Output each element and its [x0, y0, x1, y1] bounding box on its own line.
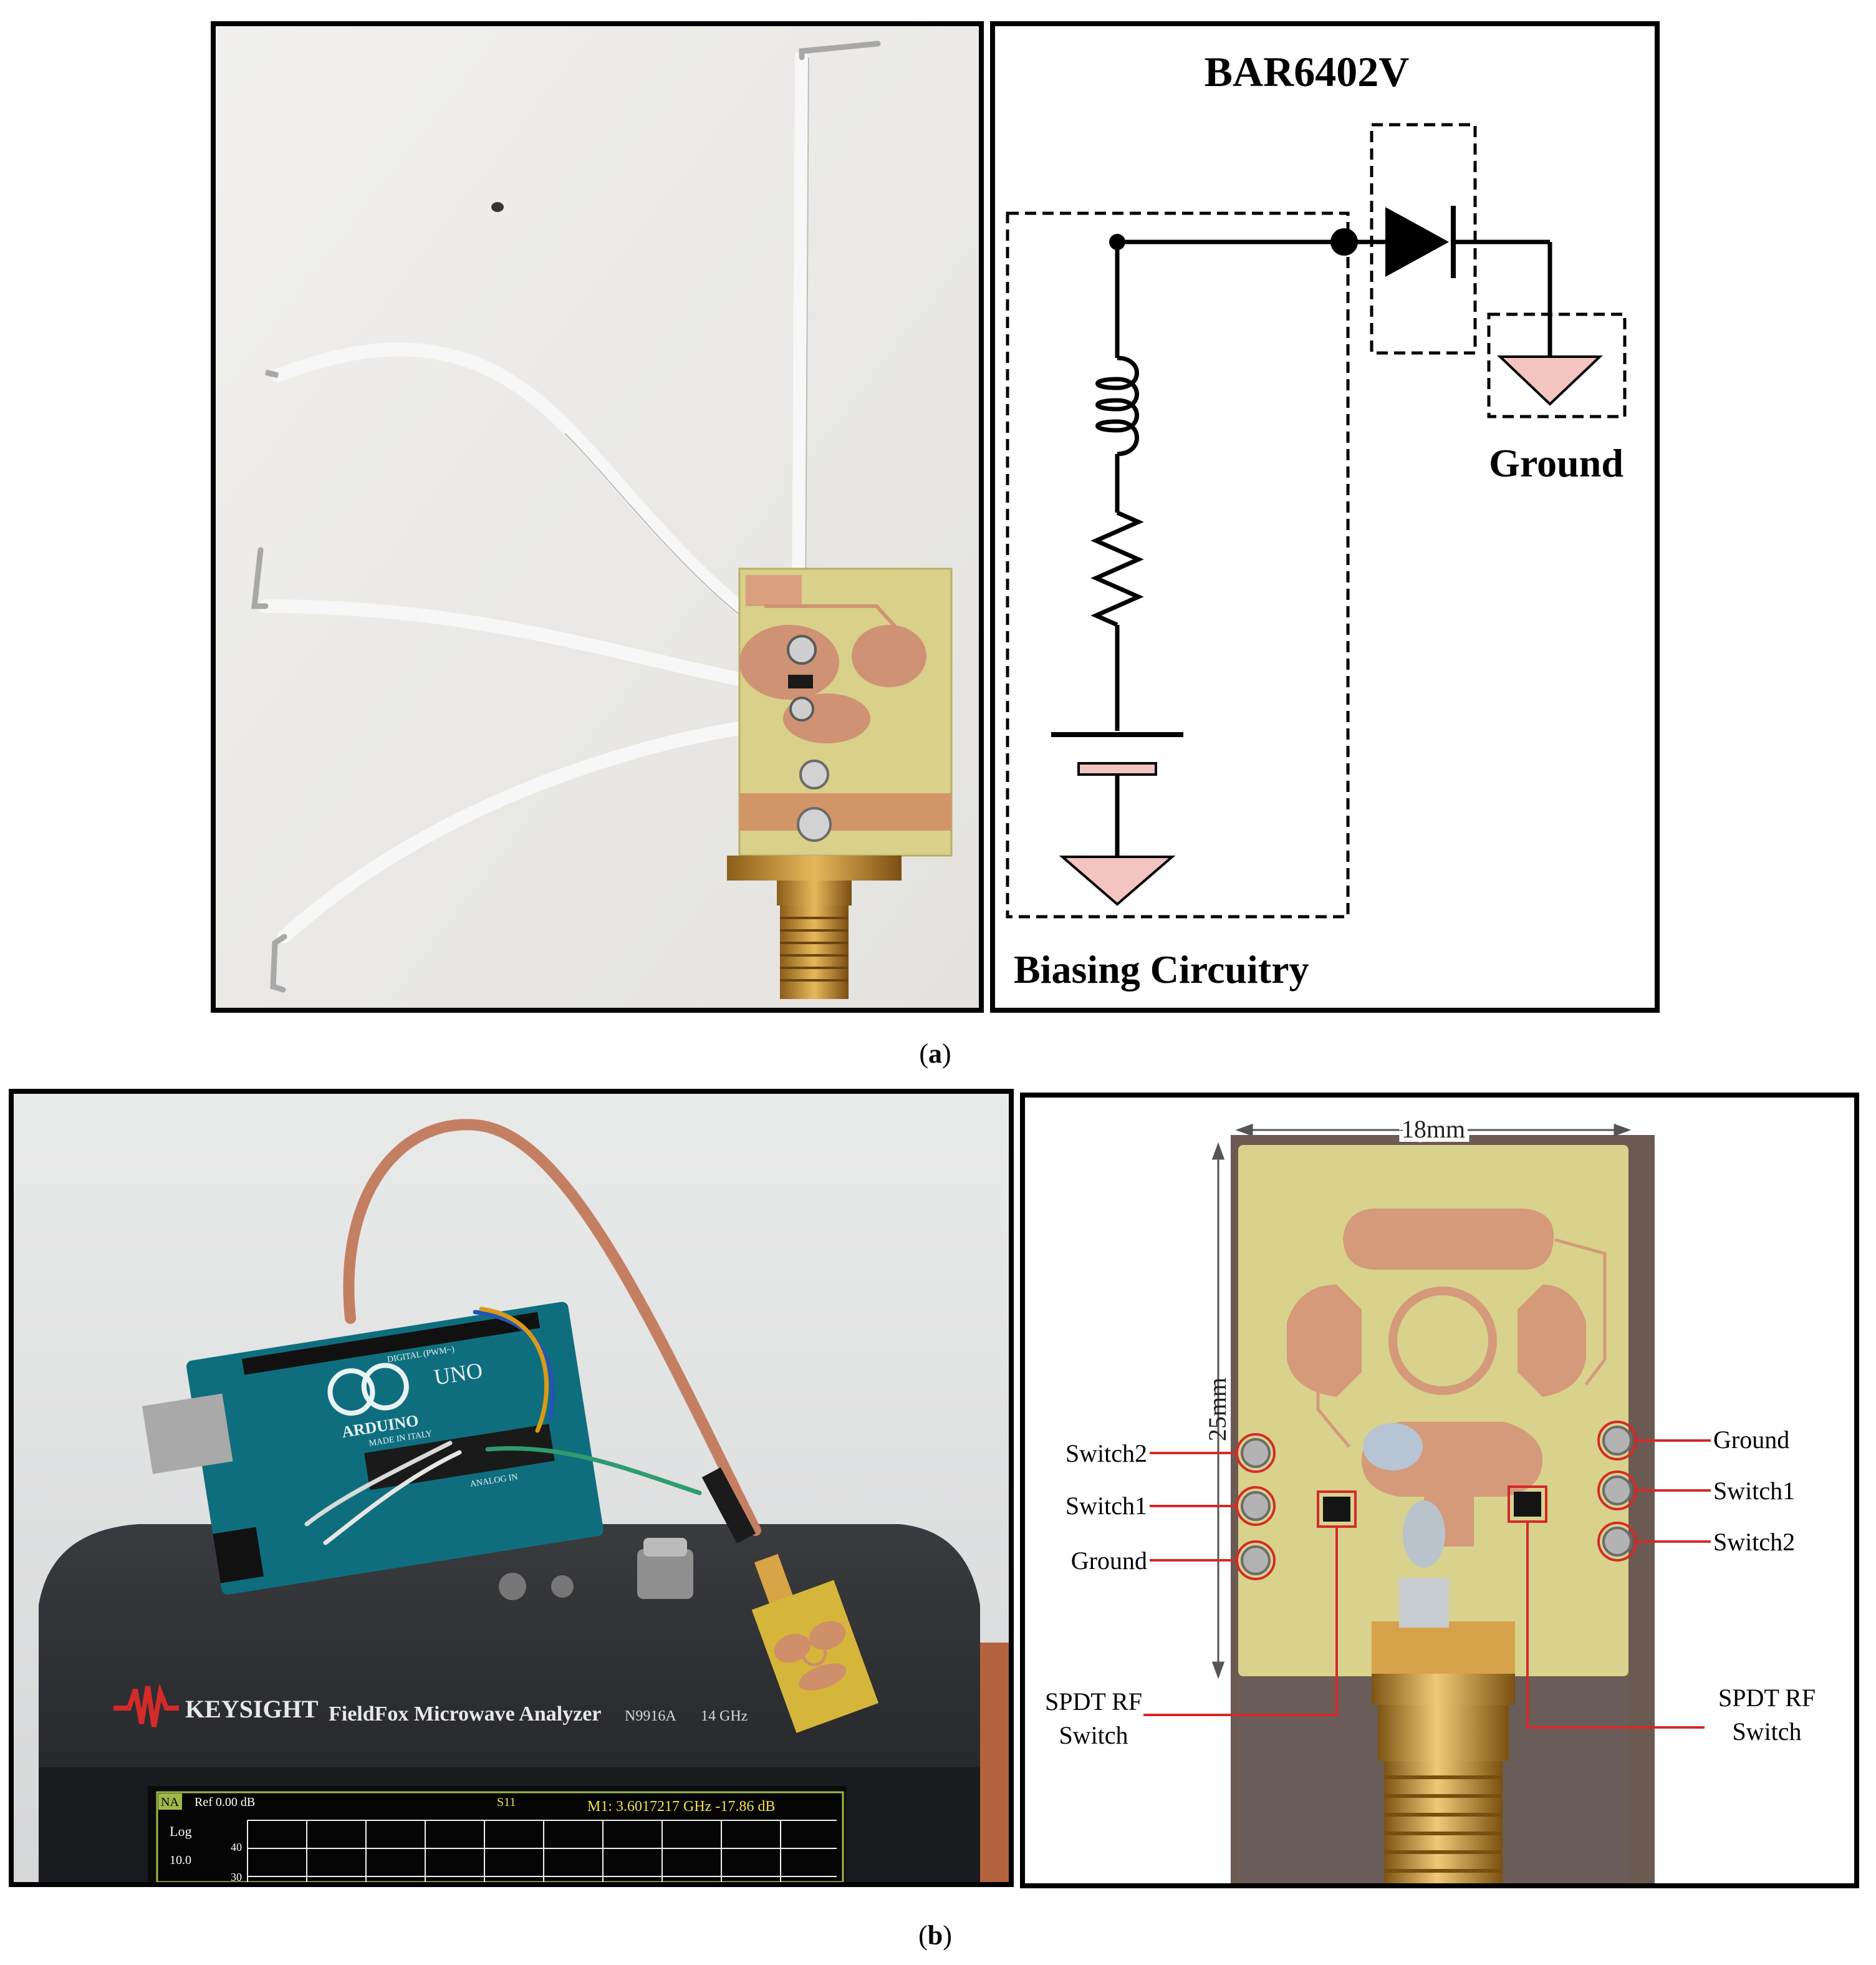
diode-label: BAR6402V: [1205, 48, 1410, 95]
pcb-annotation-panel: 18mm 25mm Switch2 Switch1 Ground: [1020, 1093, 1859, 1888]
caption-a: (a): [919, 1038, 951, 1069]
annotated-pcb: 18mm 25mm Switch2 Switch1 Ground: [1045, 1111, 1816, 1883]
svg-text:M1: 3.6017217 GHz -17.86 dB: M1: 3.6017217 GHz -17.86 dB: [587, 1798, 775, 1815]
analyzer-screen: NA Ref 0.00 dB S11 M1: 3.6017217 GHz -17…: [148, 1786, 846, 1882]
measurement-setup-photo: KEYSIGHT FieldFox Microwave Analyzer N99…: [14, 1094, 1009, 1882]
svg-text:Log: Log: [170, 1823, 191, 1839]
height-label: 25mm: [1203, 1378, 1231, 1441]
svg-text:NA: NA: [161, 1795, 179, 1809]
analyzer-model-name: FieldFox Microwave Analyzer: [329, 1702, 601, 1726]
analyzer-freq: 14 GHz: [701, 1708, 748, 1724]
diode-box: [1370, 123, 1477, 355]
svg-text:S11: S11: [497, 1795, 516, 1809]
label-spdt-left-1: SPDT RF: [1045, 1687, 1142, 1716]
width-dimension: [1235, 1123, 1632, 1137]
ground-box: [1487, 312, 1627, 418]
schematic-panel: BAR6402V Ground Biasing Circuitry: [990, 21, 1660, 1013]
svg-text:Ref 0.00 dB: Ref 0.00 dB: [195, 1795, 255, 1809]
svg-text:40: 40: [231, 1841, 242, 1853]
coax-cable: [343, 1119, 761, 1536]
analyzer-model-number: N9916A: [625, 1708, 676, 1724]
svg-text:30: 30: [231, 1871, 242, 1882]
keysight-logo-icon: [113, 1683, 179, 1727]
photo-panel-b: KEYSIGHT FieldFox Microwave Analyzer N99…: [9, 1089, 1014, 1887]
diode-symbol: [1385, 206, 1552, 357]
height-dimension: [1211, 1142, 1225, 1679]
antenna-pcb-photo: [751, 1553, 879, 1733]
label-right-switch1: Switch1: [1713, 1477, 1795, 1505]
svg-text:10.0: 10.0: [170, 1853, 191, 1867]
label-left-switch1: Switch1: [1065, 1492, 1147, 1520]
label-left-ground: Ground: [1071, 1547, 1147, 1575]
inductor-symbol: [1095, 355, 1139, 456]
sma-connector: [727, 856, 902, 999]
ground-symbol: [1496, 355, 1604, 406]
photo-panel-a: [211, 21, 984, 1013]
battery-symbol: [1051, 732, 1183, 776]
label-left-switch2: Switch2: [1065, 1439, 1147, 1467]
schematic-diagram: BAR6402V Ground Biasing Circuitry: [1006, 48, 1627, 992]
arduino-board: UNO ARDUINO MADE IN ITALY DIGITAL (PWM~)…: [142, 1301, 604, 1595]
label-spdt-left-2: Switch: [1059, 1721, 1128, 1749]
white-wires: [259, 51, 809, 944]
ground-label: Ground: [1489, 441, 1623, 485]
label-right-switch2: Switch2: [1713, 1528, 1795, 1556]
pcb-board: [738, 567, 953, 857]
width-label: 18mm: [1402, 1115, 1465, 1143]
resistor-symbol: [1090, 510, 1144, 627]
label-spdt-right-1: SPDT RF: [1718, 1684, 1816, 1712]
biasing-box: [1006, 211, 1350, 919]
red-callouts: [1143, 1421, 1711, 1729]
prototype-photo: [216, 26, 979, 1008]
label-spdt-right-2: Switch: [1732, 1717, 1801, 1745]
label-right-ground: Ground: [1713, 1426, 1789, 1454]
ground-symbol-bias: [1059, 856, 1176, 906]
caption-b: (b): [918, 1920, 952, 1951]
analyzer-brand: KEYSIGHT: [185, 1695, 319, 1723]
biasing-label: Biasing Circuitry: [1014, 947, 1309, 992]
